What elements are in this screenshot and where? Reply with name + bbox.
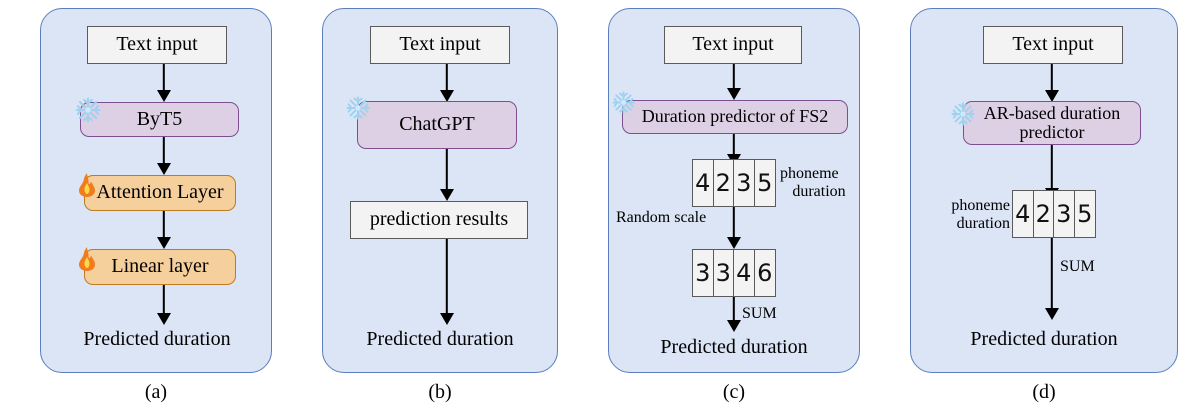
panel-c-arrow-3 [726,207,742,249]
panel-d-ar-duration-predictor-box[interactable]: AR-based duration predictor [963,101,1141,145]
panel-c-phoneme-duration-label: phoneme duration [780,165,858,201]
duration-cell: 6 [757,259,773,287]
panel-c-output-label: Predicted duration [660,336,808,358]
phoneme-duration-line-2: duration [792,182,846,200]
panel-b-caption: (b) [428,381,452,403]
panel-d-ar-duration-predictor-line-1: AR-based duration [983,102,1121,123]
panel-a-linear-layer-box[interactable]: Linear layer [84,249,236,285]
panel-a-text-input-label: Text input [116,33,198,56]
panel-b-text-input-label: Text input [399,33,481,56]
panel-a-byt5-box[interactable]: ByT5 [80,102,239,137]
panel-c-phoneme-duration-cells-top: 4 2 3 5 [692,159,776,207]
panel-c-arrow-1 [726,64,742,100]
panel-a-attention-layer-label: Attention Layer [96,181,224,204]
snowflake-icon [611,90,636,115]
panel-c-caption: (c) [722,381,746,403]
panel-a-text-input-box[interactable]: Text input [87,26,227,64]
panel-d-phoneme-duration-label: phoneme duration [928,197,1010,233]
panel-d-caption: (d) [1032,381,1056,403]
panel-c-arrow-4 [726,297,742,332]
duration-cell: 4 [1013,191,1034,237]
panel-b-arrow-2 [439,149,455,201]
panel-a-attention-layer-box[interactable]: Attention Layer [84,175,236,211]
panel-b-prediction-results-label: prediction results [369,208,509,231]
duration-cell: 5 [757,169,773,197]
panel-d-text-input-label: Text input [1012,33,1094,56]
panel-a-output-label: Predicted duration [83,328,231,350]
panel-b-arrow-1 [439,64,455,102]
panel-d-arrow-1 [1044,64,1060,102]
duration-cell: 3 [693,250,714,296]
fire-icon [76,172,98,198]
panel-b-text-input-box[interactable]: Text input [370,26,510,64]
panel-c-sum-label: SUM [742,305,777,322]
panel-a-arrow-3 [156,211,172,249]
panel-b-prediction-results-box[interactable]: prediction results [350,201,528,239]
panel-c-text-input-label: Text input [692,33,774,56]
duration-cell: 3 [1054,191,1075,237]
panel-a-byt5-label: ByT5 [136,107,183,130]
panel-c-phoneme-duration-cells-bottom: 3 3 4 6 [692,249,776,297]
panel-b-arrow-3 [439,239,455,325]
fire-icon [76,246,98,272]
duration-cell: 3 [734,160,755,206]
panel-d-ar-duration-predictor-line-2: predictor [1019,122,1085,142]
panel-b-chatgpt-label: ChatGPT [399,113,475,136]
duration-cell: 2 [714,160,734,206]
panel-d-arrow-3 [1044,238,1060,320]
snowflake-icon [345,95,371,121]
phoneme-duration-line-1: phoneme [951,197,1010,214]
panel-c-fs2-duration-predictor-label: Duration predictor of FS2 [641,106,829,127]
panel-a-arrow-1 [156,64,172,102]
snowflake-icon [950,101,976,127]
panel-a-arrow-2 [156,137,172,175]
panel-a-arrow-4 [156,285,172,325]
phoneme-duration-line-1: phoneme [780,165,839,182]
panel-b-chatgpt-box[interactable]: ChatGPT [357,101,517,149]
duration-cell: 5 [1077,200,1093,228]
panel-c-random-scale-label: Random scale [616,209,707,226]
panel-d-phoneme-duration-cells: 4 2 3 5 [1012,190,1096,238]
snowflake-icon [74,96,102,124]
duration-cell: 4 [693,160,714,206]
panel-c-text-input-box[interactable]: Text input [664,26,802,64]
panel-c-fs2-duration-predictor-box[interactable]: Duration predictor of FS2 [622,100,848,134]
duration-cell: 2 [1034,191,1054,237]
panel-d-output-label: Predicted duration [970,328,1118,350]
panel-d-text-input-box[interactable]: Text input [983,26,1123,64]
duration-cell: 4 [734,250,755,296]
panel-a-linear-layer-label: Linear layer [111,255,209,278]
phoneme-duration-line-2: duration [956,214,1010,232]
panel-b-output-label: Predicted duration [366,328,514,350]
panel-a-caption: (a) [144,381,168,403]
panel-d-sum-label: SUM [1060,258,1095,275]
duration-cell: 3 [714,250,734,296]
